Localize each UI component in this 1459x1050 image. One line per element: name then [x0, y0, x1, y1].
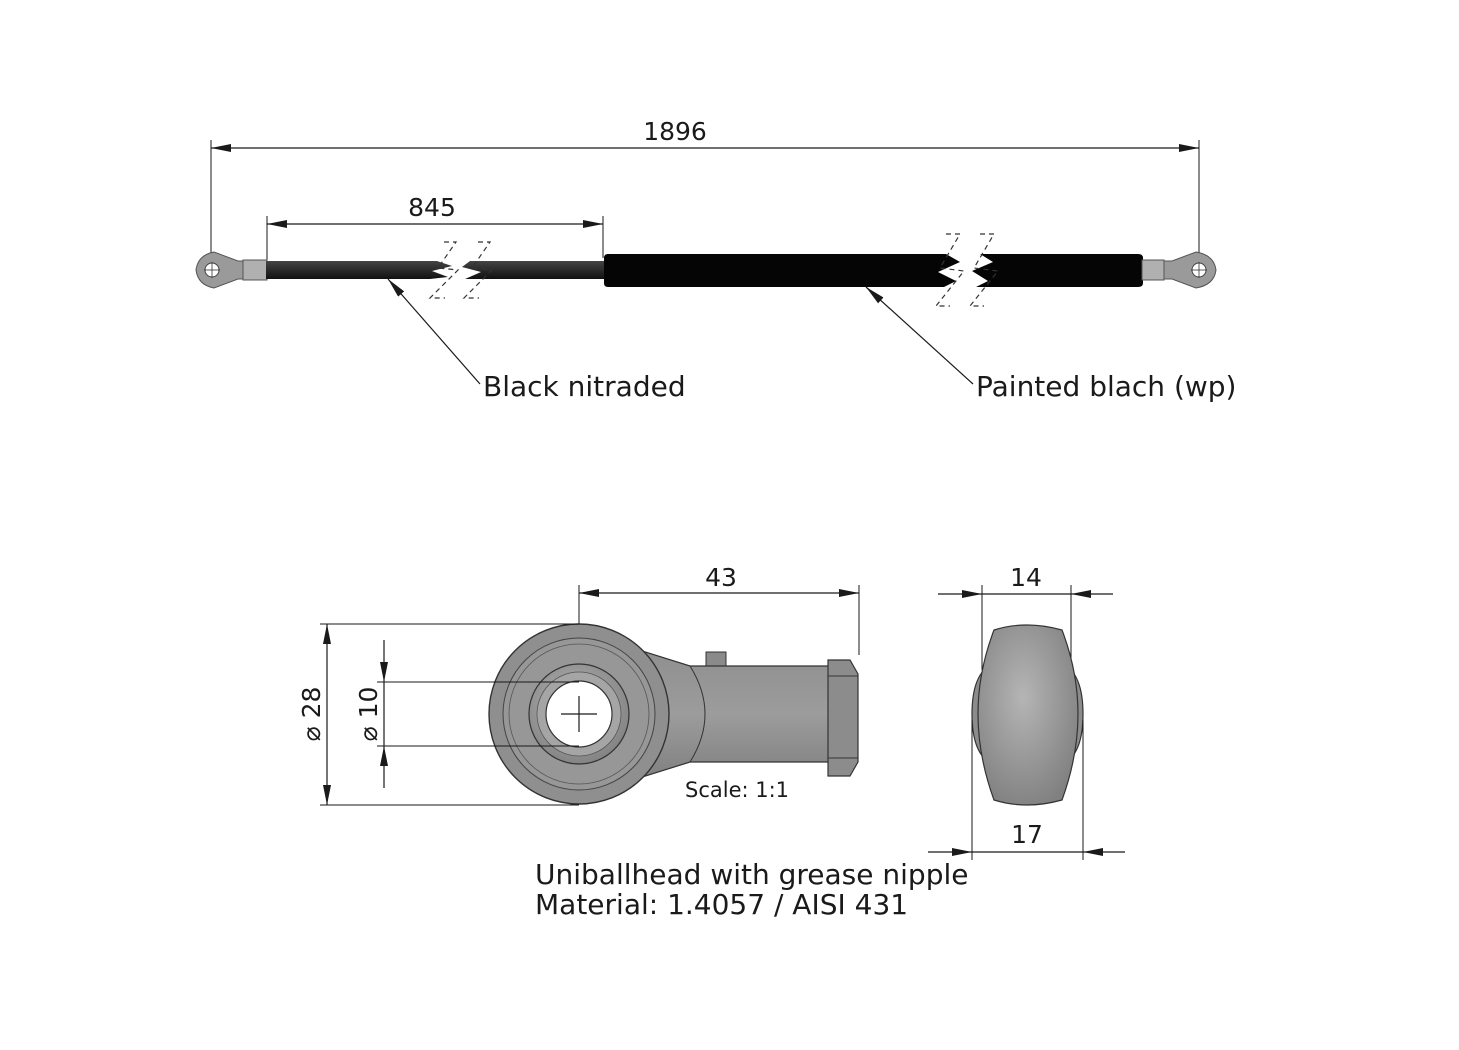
rod-length-label: 845	[408, 193, 456, 222]
ball-width-label: 14	[1010, 563, 1042, 592]
rod-callout-label: Black nitraded	[483, 370, 686, 403]
overall-length-label: 1896	[643, 117, 707, 146]
rod-end-front-view: 14 17	[928, 563, 1125, 860]
caption: Uniballhead with grease nipple Material:…	[535, 858, 968, 921]
outer-diameter-label: ⌀ 28	[297, 687, 326, 742]
right-rod-end	[1141, 251, 1217, 289]
rod-end-detail-view: 43 ⌀ 28	[297, 563, 860, 806]
tube-callout-label: Painted blach (wp)	[976, 370, 1236, 403]
rod-end-shank	[619, 643, 859, 785]
bore-diameter-dimension: ⌀ 10	[354, 640, 579, 788]
main-view: 1896 845	[195, 117, 1236, 403]
ball-width-dimension: 14	[938, 563, 1113, 670]
front-view-body	[971, 624, 1084, 806]
caption-line-1: Uniballhead with grease nipple	[535, 858, 968, 891]
housing-width-label: 17	[1011, 820, 1043, 849]
length-dimension: 43	[578, 563, 860, 655]
housing-width-dimension: 17	[928, 720, 1125, 860]
tube-break-symbol	[934, 233, 1000, 307]
rod-length-dimension: 845	[266, 193, 604, 262]
caption-line-2: Material: 1.4057 / AISI 431	[535, 888, 908, 921]
cylinder-tube	[604, 254, 1143, 287]
rod-end-eye	[488, 623, 670, 805]
piston-rod	[266, 261, 605, 279]
length-dimension-label: 43	[705, 563, 737, 592]
rod-break-symbol	[428, 241, 494, 299]
rod-callout: Black nitraded	[387, 278, 686, 403]
tube-callout: Painted blach (wp)	[865, 286, 1236, 403]
bore-diameter-label: ⌀ 10	[354, 687, 383, 742]
overall-length-dimension: 1896	[210, 117, 1200, 262]
left-rod-end	[195, 251, 268, 289]
scale-note: Scale: 1:1	[685, 778, 789, 802]
outer-diameter-dimension: ⌀ 28	[297, 623, 579, 806]
